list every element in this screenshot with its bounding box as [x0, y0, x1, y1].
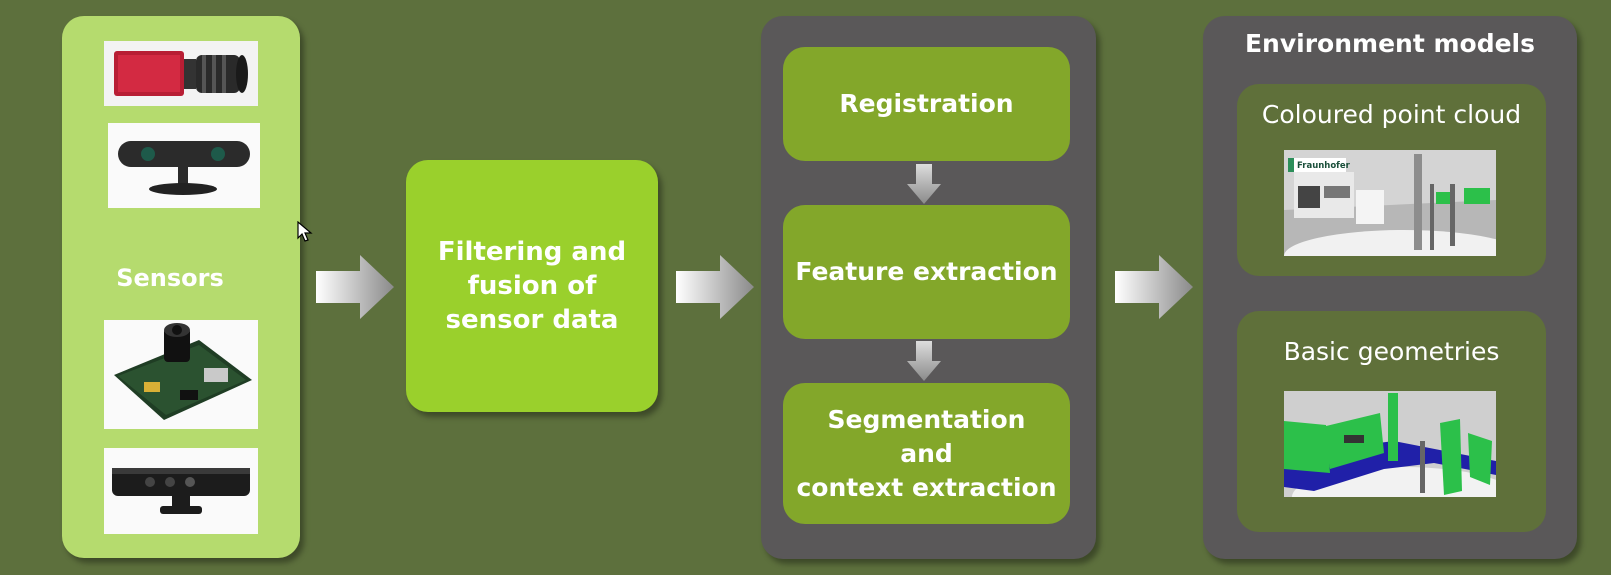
stereo-camera-image [108, 123, 260, 208]
mouse-cursor-icon [297, 221, 313, 242]
arrow-right-icon [676, 255, 754, 319]
processing-panel: Registration Feature extraction Segmenta… [761, 16, 1096, 559]
filtering-fusion-box: Filtering and fusion of sensor data [406, 160, 658, 412]
arrow-right-icon [316, 255, 394, 319]
basic-geometries-label: Basic geometries [1283, 337, 1500, 366]
feature-extraction-box: Feature extraction [783, 205, 1070, 339]
environment-models-panel: Environment models Coloured point cloud … [1203, 16, 1577, 559]
arrow-down-icon [907, 341, 941, 381]
embedded-camera-board-image [104, 320, 258, 429]
arrow-right-icon [1115, 255, 1193, 319]
point-cloud-label: Coloured point cloud [1261, 100, 1522, 129]
segmentation-label: Segmentation and context extraction [796, 404, 1057, 502]
depth-sensor-bar-image [104, 448, 258, 534]
point-cloud-panel: Coloured point cloud Fraunhofer [1237, 84, 1546, 276]
feature-extraction-label: Feature extraction [795, 257, 1058, 286]
segmentation-box: Segmentation and context extraction [783, 383, 1070, 524]
fraunhofer-logo-text: Fraunhofer [1297, 161, 1351, 171]
point-cloud-image: Fraunhofer [1284, 150, 1496, 256]
basic-geometries-image [1284, 391, 1496, 497]
registration-label: Registration [839, 89, 1014, 118]
filtering-fusion-label: Filtering and fusion of sensor data [437, 237, 627, 335]
industrial-camera-image [104, 41, 258, 106]
sensors-label: Sensors [116, 264, 224, 292]
arrow-down-icon [907, 164, 941, 204]
basic-geometries-panel: Basic geometries [1237, 311, 1546, 532]
registration-box: Registration [783, 47, 1070, 161]
sensors-panel: Sensors [62, 16, 300, 558]
environment-models-title: Environment models [1244, 29, 1536, 58]
